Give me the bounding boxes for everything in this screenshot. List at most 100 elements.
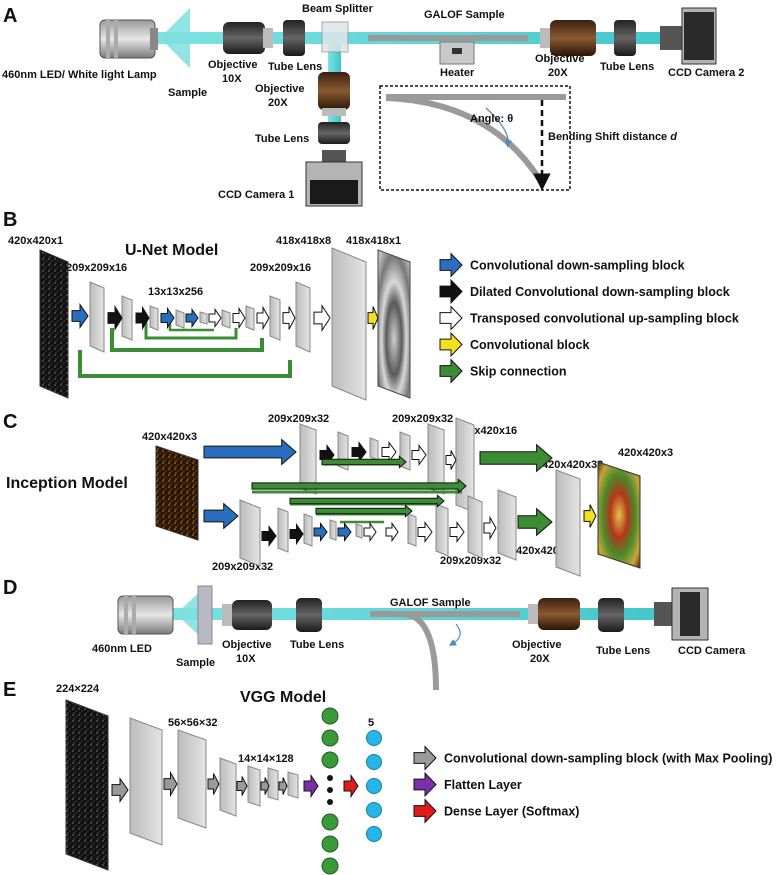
unet-layer	[331, 247, 367, 401]
dilated-down-sampling-arrow	[135, 305, 150, 331]
softmax-node	[366, 754, 382, 770]
inception-layer	[355, 523, 363, 539]
galof-sample-label: GALOF Sample	[424, 9, 505, 21]
vgg-layer	[287, 771, 299, 799]
flatten-arrow	[303, 773, 319, 799]
inception-dim-bottom-left: 209x209x32	[212, 561, 273, 573]
up-sampling-arrow	[411, 443, 427, 467]
down-sampling-arrow	[203, 438, 297, 466]
objective-right-label: Objective	[535, 53, 585, 65]
vgg-layer	[247, 765, 261, 807]
bent-fiber-icon	[403, 611, 439, 691]
panel-d: D 460nm LED Sample Objective 10X	[3, 577, 746, 691]
inception-dim-bottom-right: 209x209x32	[440, 555, 501, 567]
beam-splitter-icon	[321, 21, 349, 53]
led-lamp-icon	[117, 595, 174, 635]
softmax-node	[366, 778, 382, 794]
dense-node	[321, 729, 339, 747]
inception-layer	[299, 423, 317, 495]
inception-title: Inception Model	[6, 475, 128, 492]
legend-label: Transposed convolutional up-sampling blo…	[470, 312, 739, 326]
up-sampling-arrow	[282, 306, 296, 330]
panel-label-c: C	[3, 411, 17, 433]
skip-connection-arrow	[315, 504, 413, 518]
tube-lens-icon	[598, 598, 624, 632]
unet-dim-out1: 418x418x1	[346, 235, 401, 247]
up-sampling-arrow	[363, 521, 377, 543]
fiber-icon	[368, 35, 528, 41]
unet-layer	[245, 305, 255, 331]
inception-layer	[239, 499, 261, 567]
unet-dim-up1: 209x209x16	[250, 262, 311, 274]
objective-20x-icon	[318, 72, 350, 116]
up-sampling-arrow	[313, 303, 331, 333]
inception-layer	[369, 437, 379, 461]
tube-lens-icon	[283, 20, 305, 56]
unet-title: U-Net Model	[125, 242, 218, 259]
unet-layer	[175, 309, 185, 329]
sample-prism-icon	[160, 8, 190, 68]
vgg-legend: Convolutional down-sampling block (with …	[413, 745, 772, 824]
dense-arrow	[343, 773, 359, 799]
dilated-down-sampling-arrow	[351, 440, 367, 464]
ccd-camera-icon	[654, 587, 709, 641]
ccd-camera-1-label: CCD Camera 1	[218, 189, 294, 201]
bend-direction-icon	[448, 623, 461, 646]
up-sampling-arrow	[445, 450, 457, 470]
vgg-input-image	[65, 699, 109, 871]
inception-layer	[277, 507, 289, 553]
down-sampling-arrow	[203, 502, 239, 530]
unet-layer	[121, 295, 133, 341]
down-sampling-arrow	[111, 777, 129, 803]
down-sampling-arrow	[260, 777, 270, 795]
dense-node	[321, 857, 339, 875]
led-lamp-icon	[99, 19, 158, 59]
panel-label-e: E	[3, 679, 16, 701]
inception-layer	[497, 489, 517, 561]
legend-label: Convolutional block	[470, 338, 589, 352]
objective-20x-icon	[528, 598, 580, 630]
tube-lens-icon	[318, 122, 350, 144]
inception-dim-input: 420x420x3	[142, 431, 197, 443]
legend-label: Flatten Layer	[444, 778, 522, 792]
objective-10x-mag: 10X	[222, 73, 242, 85]
ccd-camera-2-label: CCD Camera 2	[668, 67, 744, 79]
objective-10x-icon	[222, 600, 272, 630]
legend-arrow	[413, 745, 437, 771]
up-sampling-arrow	[232, 306, 246, 330]
tube-lens-label: Tube Lens	[600, 61, 654, 73]
objective-10x-label: Objective	[208, 59, 258, 71]
vgg-dim-block3: 14×14×128	[238, 753, 294, 765]
dense-node	[321, 835, 339, 853]
convolutional-block-arrow	[367, 306, 379, 330]
legend-arrow	[413, 798, 437, 824]
up-sampling-arrow	[208, 307, 222, 329]
inception-dim-merge: 420x420x32	[542, 459, 603, 471]
inception-dim-top-right: 209x209x32	[392, 413, 453, 425]
inception-layer	[407, 513, 417, 547]
inception-dim-output: 420x420x3	[618, 447, 673, 459]
tube-lens-label: Tube Lens	[290, 639, 344, 651]
vgg-arrows	[111, 770, 359, 803]
unet-layer	[295, 281, 311, 353]
unet-input-image	[39, 249, 69, 399]
panel-label-d: D	[3, 577, 17, 599]
inception-input-image	[155, 445, 199, 541]
vgg-layer	[219, 757, 237, 817]
vgg-dense-layer	[321, 707, 339, 875]
softmax-node	[366, 730, 382, 746]
sample-prism-icon	[176, 588, 204, 640]
unet-layer	[269, 295, 281, 341]
tube-lens-icon	[296, 598, 322, 632]
unet-dim-down1: 209x209x16	[66, 262, 127, 274]
skip-connection-arrow	[517, 507, 553, 537]
ccd-camera-2-icon	[660, 7, 717, 65]
down-sampling-arrow	[313, 521, 328, 543]
inception-merge-layer	[555, 469, 581, 577]
unet-dim-input: 420x420x1	[8, 235, 63, 247]
ellipsis-dot	[327, 787, 333, 793]
down-sampling-arrow	[185, 307, 199, 329]
source-label: 460nm LED/ White light Lamp	[2, 69, 157, 81]
source-label: 460nm LED	[92, 643, 152, 655]
ellipsis-dot	[327, 799, 333, 805]
